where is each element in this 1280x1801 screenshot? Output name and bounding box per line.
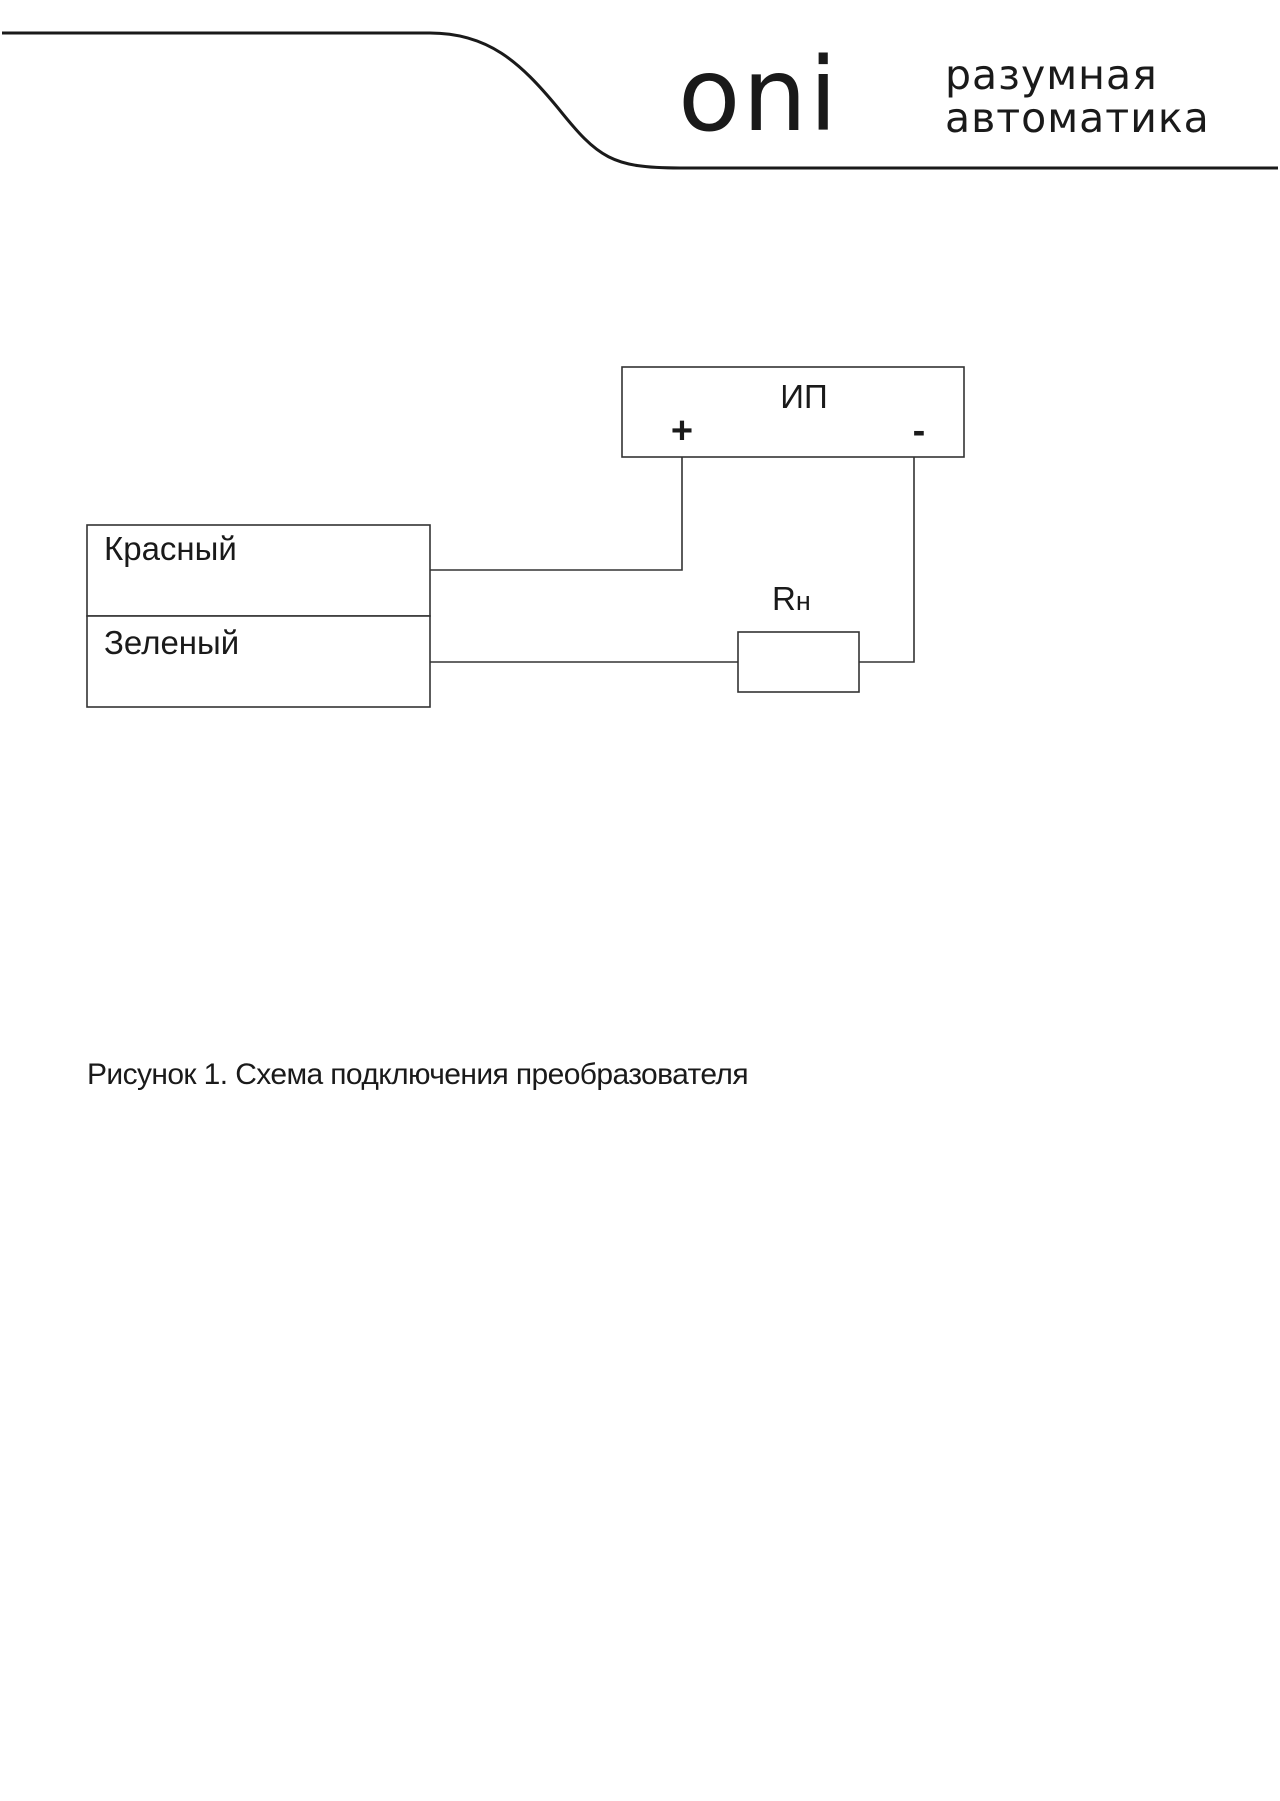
brand-logo: oni xyxy=(678,36,839,155)
load-resistor-label-main: R xyxy=(772,580,796,617)
load-resistor-label: Rн xyxy=(772,580,811,617)
brand-tagline-line1: разумная xyxy=(945,51,1158,99)
sensor-green-wire-box xyxy=(86,615,431,708)
header-swoosh-line xyxy=(2,31,1278,170)
load-resistor xyxy=(737,631,860,693)
green-wire-label: Зеленый xyxy=(104,624,239,661)
minus-terminal-label: - xyxy=(913,410,926,452)
red-wire-label: Красный xyxy=(104,530,237,567)
plus-terminal-label: + xyxy=(671,410,693,452)
figure-caption: Рисунок 1. Схема подключения преобразова… xyxy=(87,1058,749,1091)
sensor-red-wire-box xyxy=(86,524,431,617)
power-supply-box xyxy=(621,366,965,458)
wire-red-to-plus xyxy=(430,457,683,571)
wire-resistor-to-minus xyxy=(859,457,915,663)
power-supply-label: ИП xyxy=(780,378,827,415)
brand-tagline-line2: автоматика xyxy=(945,94,1210,142)
load-resistor-label-sub: н xyxy=(796,586,811,616)
